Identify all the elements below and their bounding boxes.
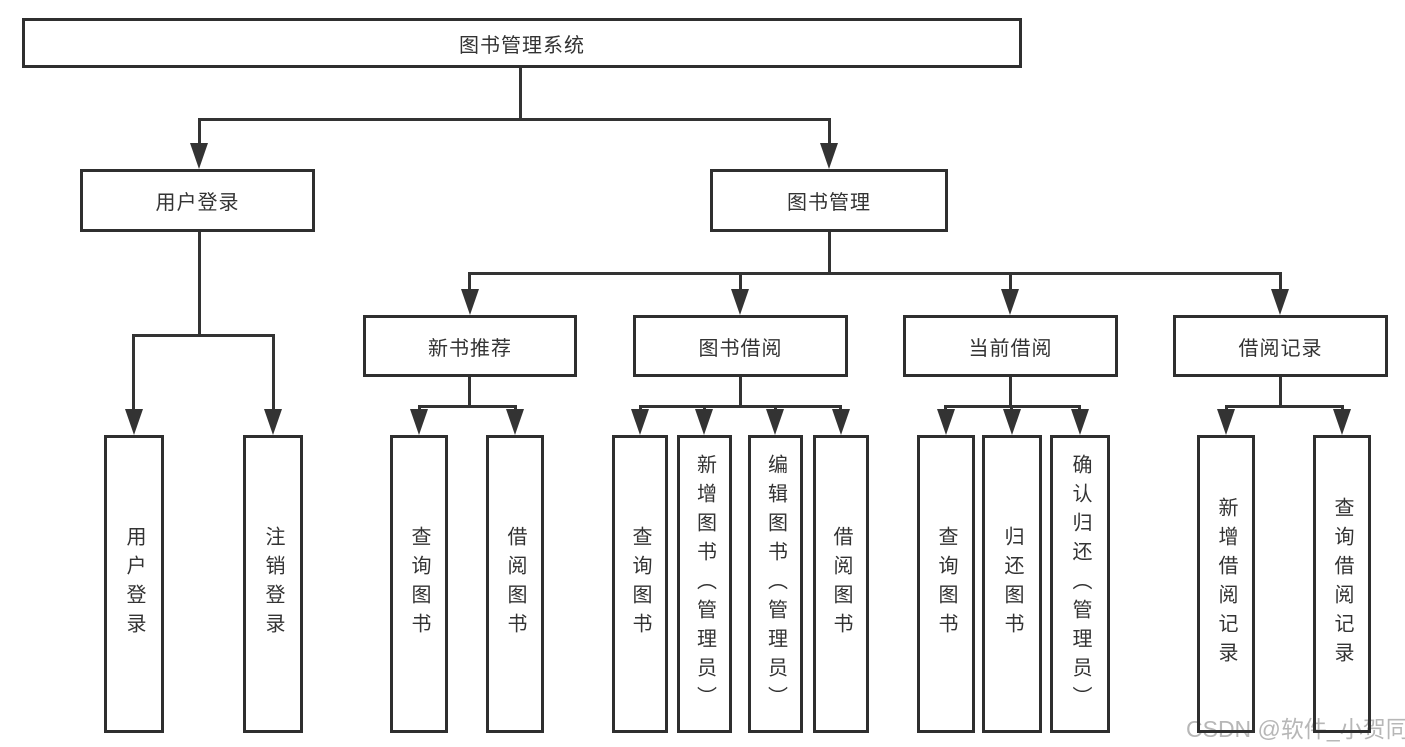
node-borrowing-records: 借阅记录: [1173, 315, 1388, 377]
node-book-borrowing: 图书借阅: [633, 315, 848, 377]
node-new-book-recommendation: 新书推荐: [363, 315, 577, 377]
connector: [468, 377, 471, 405]
connector: [468, 272, 471, 291]
arrow-down-icon: [937, 409, 955, 435]
arrow-down-icon: [820, 143, 838, 169]
arrow-down-icon: [410, 409, 428, 435]
node-label: 用户登录: [155, 192, 240, 214]
arrow-down-icon: [1001, 289, 1019, 315]
connector: [945, 405, 1081, 408]
node-book-management: 图书管理: [710, 169, 948, 232]
node-label: 图书借阅: [698, 337, 783, 360]
arrow-down-icon: [631, 409, 649, 435]
connector: [198, 118, 831, 121]
arrow-down-icon: [1003, 409, 1021, 435]
leaf-label: 注销登录: [262, 526, 284, 642]
csdn-watermark: CSDN @软件_小贺同学: [1186, 716, 1405, 742]
connector: [272, 334, 275, 411]
connector: [739, 272, 742, 291]
node-label: 图书管理: [787, 192, 871, 214]
connector: [1009, 377, 1012, 405]
connector: [133, 334, 275, 337]
connector: [469, 272, 1281, 275]
leaf-confirm-return-admin: 确认归还（管理员）: [1050, 435, 1110, 733]
leaf-logout-login: 注销登录: [243, 435, 303, 733]
leaf-add-book-admin: 新增图书（管理员）: [677, 435, 732, 733]
leaf-label: 查询图书: [408, 526, 430, 642]
leaf-add-borrow-record: 新增借阅记录: [1197, 435, 1255, 733]
arrow-down-icon: [766, 409, 784, 435]
leaf-query-books-borrowing: 查询图书: [612, 435, 668, 733]
connector: [132, 334, 135, 411]
leaf-query-books-current: 查询图书: [917, 435, 975, 733]
arrow-down-icon: [1071, 409, 1089, 435]
leaf-borrow-books-recommend: 借阅图书: [486, 435, 544, 733]
node-current-borrowing: 当前借阅: [903, 315, 1118, 377]
leaf-label: 查询图书: [935, 526, 957, 642]
leaf-query-books-recommend: 查询图书: [390, 435, 448, 733]
leaf-borrow-books-borrowing: 借阅图书: [813, 435, 869, 733]
connector: [1279, 272, 1282, 291]
node-label: 图书管理系统: [459, 34, 585, 57]
connector: [198, 232, 201, 334]
connector: [1279, 377, 1282, 405]
connector: [739, 377, 742, 405]
connector: [1009, 272, 1012, 291]
arrow-down-icon: [1271, 289, 1289, 315]
arrow-down-icon: [125, 409, 143, 435]
connector: [639, 405, 842, 408]
leaf-label: 借阅图书: [504, 526, 526, 642]
arrow-down-icon: [264, 409, 282, 435]
arrow-down-icon: [506, 409, 524, 435]
leaf-edit-book-admin: 编辑图书（管理员）: [748, 435, 803, 733]
node-library-management-system: 图书管理系统: [22, 18, 1022, 68]
leaf-label: 归还图书: [1001, 526, 1023, 642]
connector: [828, 232, 831, 272]
leaf-return-books: 归还图书: [982, 435, 1042, 733]
arrow-down-icon: [461, 289, 479, 315]
leaf-label: 新增图书（管理员）: [693, 453, 716, 715]
node-label: 新书推荐: [428, 337, 512, 360]
node-user-login: 用户登录: [80, 169, 315, 232]
node-label: 当前借阅: [968, 337, 1053, 360]
arrow-down-icon: [695, 409, 713, 435]
connector: [828, 118, 831, 146]
leaf-label: 查询图书: [629, 526, 651, 642]
connector: [1225, 405, 1343, 408]
arrow-down-icon: [832, 409, 850, 435]
node-label: 借阅记录: [1238, 337, 1323, 360]
leaf-label: 新增借阅记录: [1215, 497, 1237, 671]
connector: [519, 68, 522, 119]
leaf-label: 借阅图书: [830, 526, 852, 642]
arrow-down-icon: [1217, 409, 1235, 435]
leaf-label: 编辑图书（管理员）: [764, 453, 787, 715]
leaf-label: 用户登录: [123, 526, 145, 642]
arrow-down-icon: [190, 143, 208, 169]
connector: [418, 405, 517, 408]
arrow-down-icon: [731, 289, 749, 315]
arrow-down-icon: [1333, 409, 1351, 435]
leaf-label: 确认归还（管理员）: [1069, 453, 1091, 715]
leaf-user-login: 用户登录: [104, 435, 164, 733]
leaf-query-borrow-record: 查询借阅记录: [1313, 435, 1371, 733]
connector: [198, 118, 201, 146]
leaf-label: 查询借阅记录: [1331, 497, 1353, 671]
